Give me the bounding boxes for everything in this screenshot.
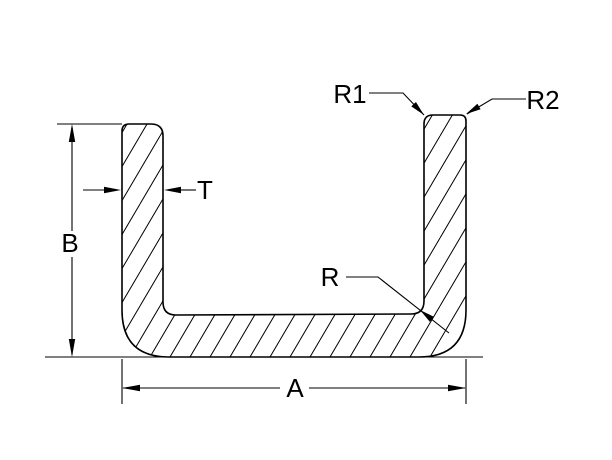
dimension-t: T [83,175,213,205]
b-arrow-up-icon [68,124,76,142]
label-depth: B [61,228,78,258]
a-arrow-left-icon [122,384,140,392]
label-thickness: T [197,175,213,205]
label-r1: R1 [333,79,366,109]
r2-arrow-icon [466,103,481,114]
label-r2: R2 [526,85,559,115]
leader-r1: R1 [333,79,425,116]
r-arrow-icon [420,310,434,322]
label-width: A [286,373,304,403]
t-arrow-right-icon [104,186,121,194]
dimension-b: B [57,123,122,357]
a-arrow-right-icon [448,384,466,392]
r1-arrow-icon [411,102,424,115]
channel-outline [121,114,467,358]
b-arrow-down-icon [68,339,76,357]
leader-r: R [321,262,450,334]
label-r: R [321,262,340,292]
t-arrow-left-icon [164,186,181,194]
dimension-a: A [121,359,467,404]
leader-r2: R2 [466,85,560,115]
